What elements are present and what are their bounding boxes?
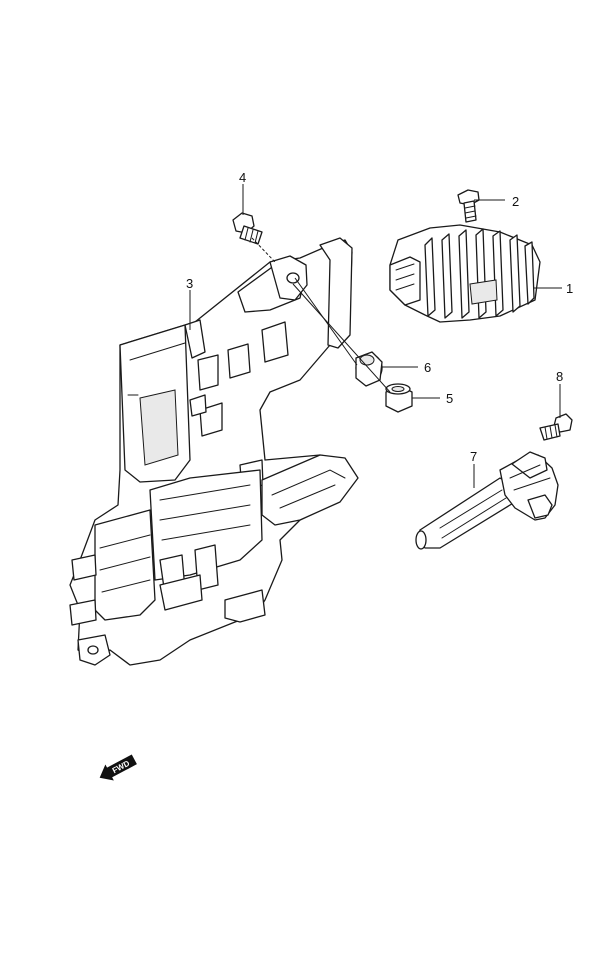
callout-8: 8 [556,369,563,384]
bracket-part-3 [69,237,359,666]
callout-2: 2 [512,194,519,209]
collar-part-5 [385,383,413,413]
regulator-part-1 [389,224,541,323]
callout-7: 7 [470,449,477,464]
leader-lines [189,184,562,488]
leader-6-axis [294,277,358,366]
ignition-coil-part-7 [415,451,559,550]
callout-1: 1 [566,281,573,296]
bolt-part-8 [539,413,573,441]
callout-5: 5 [446,391,453,406]
callouts: 1 2 3 4 5 6 7 8 [186,170,573,464]
bolt-part-4 [232,212,263,245]
callout-6: 6 [424,360,431,375]
bolt-part-2 [457,189,480,223]
fwd-arrow-icon: FWD [99,754,137,781]
leader-4-dash [251,237,276,263]
callout-3: 3 [186,276,193,291]
callout-4: 4 [239,170,246,185]
leader-5-axis [292,283,391,393]
